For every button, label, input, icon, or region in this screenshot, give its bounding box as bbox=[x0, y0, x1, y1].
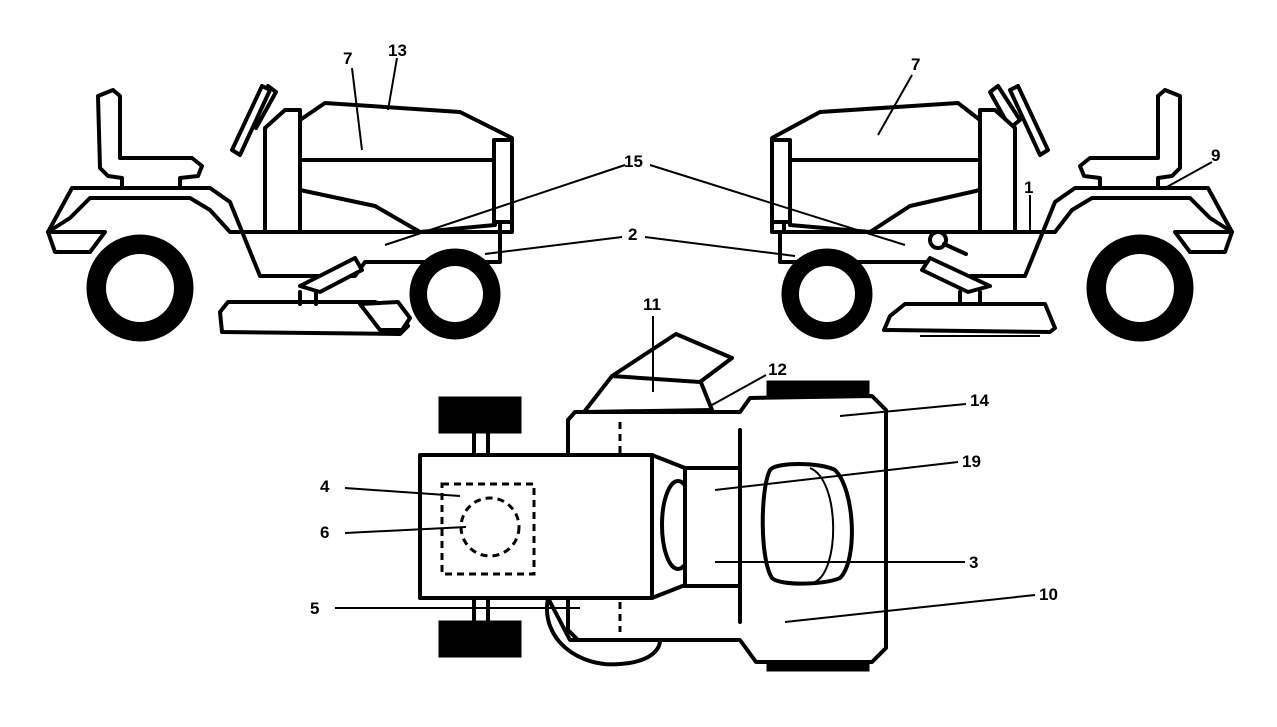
callout-9: 9 bbox=[1211, 146, 1220, 165]
top-seat-back bbox=[809, 467, 835, 583]
callout-14: 14 bbox=[970, 391, 989, 410]
callout-5: 5 bbox=[310, 599, 319, 618]
leader-13 bbox=[387, 57, 398, 111]
leader-4 bbox=[344, 487, 461, 497]
left-steering-wheel bbox=[230, 84, 272, 157]
callout-10: 10 bbox=[1039, 585, 1058, 604]
callout-6: 6 bbox=[320, 523, 329, 542]
top-mower-deck bbox=[544, 596, 662, 667]
right-mower-deck bbox=[882, 302, 1057, 334]
leader-2-right bbox=[644, 236, 796, 257]
right-lever bbox=[942, 242, 968, 256]
callout-7-right: 7 bbox=[911, 55, 920, 74]
right-side-view bbox=[770, 84, 1234, 342]
callout-13: 13 bbox=[388, 41, 407, 60]
left-footrest bbox=[298, 256, 364, 294]
leader-19 bbox=[714, 461, 959, 491]
callout-1: 1 bbox=[1024, 178, 1033, 197]
right-footrest bbox=[920, 256, 992, 294]
top-front-wheel-lower bbox=[438, 620, 522, 658]
leader-9 bbox=[1164, 161, 1213, 189]
leader-6 bbox=[344, 526, 467, 534]
leader-7-left bbox=[351, 67, 363, 151]
left-frame bbox=[46, 230, 107, 254]
right-grille bbox=[770, 138, 792, 224]
left-side-view bbox=[46, 84, 514, 342]
left-front-hub bbox=[427, 266, 483, 322]
right-rear-hub bbox=[1106, 254, 1174, 322]
right-frame bbox=[1173, 230, 1234, 254]
right-hood-side bbox=[788, 158, 982, 234]
leader-14 bbox=[839, 403, 967, 417]
left-grille bbox=[492, 138, 514, 224]
left-seat bbox=[96, 88, 204, 190]
callout-19: 19 bbox=[962, 452, 981, 471]
left-hood-side bbox=[298, 158, 497, 234]
callout-15: 15 bbox=[624, 152, 643, 171]
leader-15-right bbox=[649, 164, 906, 246]
callout-7-left: 7 bbox=[343, 49, 352, 68]
callout-4: 4 bbox=[320, 477, 330, 496]
top-hood bbox=[418, 453, 654, 600]
leader-12 bbox=[711, 374, 767, 406]
left-rear-hub bbox=[106, 254, 174, 322]
callout-11: 11 bbox=[643, 295, 661, 314]
top-seat bbox=[760, 462, 854, 586]
top-chute-deflector bbox=[610, 332, 734, 384]
callout-2: 2 bbox=[628, 225, 637, 244]
callout-3: 3 bbox=[969, 553, 978, 572]
right-dash bbox=[978, 108, 1017, 234]
leader-15-left bbox=[384, 164, 626, 246]
top-steering-column bbox=[683, 466, 742, 588]
right-seat bbox=[1078, 88, 1182, 190]
leader-2-left bbox=[484, 236, 623, 255]
callouts: 7 13 7 15 2 1 9 11 12 14 19 4 6 3 5 10 bbox=[310, 41, 1220, 618]
top-front-wheel-upper bbox=[438, 396, 522, 434]
leader-7-right bbox=[877, 74, 913, 136]
callout-12: 12 bbox=[768, 360, 787, 379]
left-dash bbox=[263, 108, 302, 234]
leader-lines bbox=[335, 57, 1213, 623]
leader-10 bbox=[784, 594, 1036, 623]
top-rear-wheel-upper bbox=[766, 380, 870, 398]
left-discharge-chute bbox=[358, 300, 412, 332]
right-front-hub bbox=[799, 266, 855, 322]
right-steering-wheel bbox=[1008, 84, 1050, 157]
